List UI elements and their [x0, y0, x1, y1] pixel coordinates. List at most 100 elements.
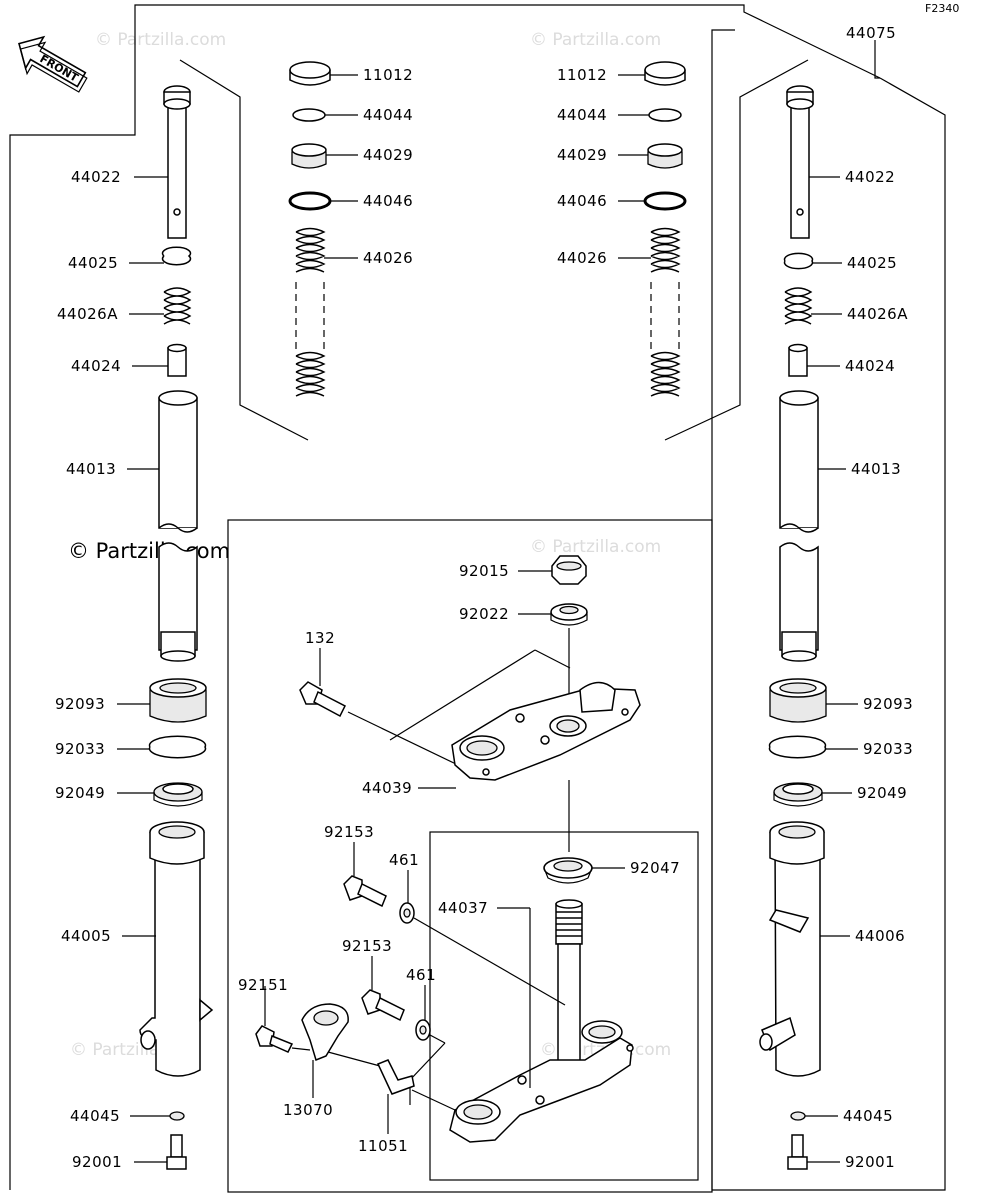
label-11051: 11051 — [358, 1137, 408, 1155]
label-44046-right: 44046 — [557, 192, 607, 210]
label-44044-right: 44044 — [557, 106, 607, 124]
circlip-right — [768, 735, 827, 759]
label-92001-right: 92001 — [845, 1153, 895, 1171]
bolt-92153-upper — [343, 875, 387, 908]
clamp-bolt-132 — [299, 681, 459, 766]
label-44013-right: 44013 — [851, 460, 901, 478]
small-spring-right — [784, 287, 813, 325]
label-92093-right: 92093 — [863, 695, 913, 713]
label-11012-left: 11012 — [363, 66, 413, 84]
small-spring-left — [163, 287, 192, 325]
dust-seal-left — [149, 678, 207, 723]
label-44037: 44037 — [438, 899, 488, 917]
front-arrow-icon: FRONT — [18, 35, 88, 93]
fork-spring-left — [295, 227, 326, 397]
outer-tube-right — [759, 821, 825, 1077]
label-44022-right: 44022 — [845, 168, 895, 186]
label-44044-left: 44044 — [363, 106, 413, 124]
frame-outlines — [9, 4, 946, 1193]
piece-44024-left — [167, 343, 187, 377]
right-center-stack — [643, 61, 687, 397]
label-44005-left: 44005 — [61, 927, 111, 945]
stem-nut-92015 — [551, 555, 587, 585]
bushing-44029-left — [291, 143, 327, 169]
bushing-44029-right — [647, 143, 683, 169]
watermark: © Partzilla.com — [95, 30, 226, 50]
o-ring-44044-right — [648, 108, 682, 122]
label-44025-left: 44025 — [68, 254, 118, 272]
o-ring-44044-left — [292, 108, 326, 122]
label-44026-left: 44026 — [363, 249, 413, 267]
label-92151: 92151 — [238, 976, 288, 994]
label-461-upper: 461 — [389, 851, 419, 869]
cap-11012-right — [644, 61, 686, 86]
label-44026A-right: 44026A — [847, 305, 908, 323]
washer-right — [790, 1111, 806, 1121]
label-44024-left: 44024 — [71, 357, 121, 375]
steering-stem-section — [255, 555, 641, 1143]
bearing-92047 — [543, 857, 593, 884]
label-44022-left: 44022 — [71, 168, 121, 186]
fork-spring-right — [650, 227, 681, 397]
bolt-right — [787, 1134, 808, 1170]
inner-tube-left — [158, 390, 198, 662]
upper-clamp-44039 — [389, 649, 641, 781]
o-ring-44046-left — [288, 191, 332, 211]
label-11012-right: 11012 — [557, 66, 607, 84]
label-44024-right: 44024 — [845, 357, 895, 375]
damper-rod-left — [163, 85, 191, 239]
bolt-left — [166, 1134, 187, 1170]
label-92153-lower: 92153 — [342, 937, 392, 955]
label-44039: 44039 — [362, 779, 412, 797]
snap-ring-left — [161, 246, 192, 266]
watermark: © Partzilla.com — [530, 537, 661, 557]
watermark-main: © Partzilla.com — [68, 539, 230, 563]
bolt-92151 — [255, 1025, 311, 1053]
stem-washer-92022 — [550, 603, 588, 626]
label-44006-right: 44006 — [855, 927, 905, 945]
right-fork — [759, 85, 827, 1170]
inner-tube-right — [779, 390, 819, 662]
label-92049-left: 92049 — [55, 784, 105, 802]
cap-11012-left — [289, 61, 331, 86]
label-92033-left: 92033 — [55, 740, 105, 758]
label-44075: 44075 — [846, 24, 896, 42]
part-labels: 44022 44025 44026A 44024 44013 92093 920… — [55, 24, 913, 1171]
label-44026-right: 44026 — [557, 249, 607, 267]
label-132: 132 — [305, 629, 335, 647]
left-fork — [139, 85, 214, 1170]
circlip-left — [148, 735, 207, 759]
label-461-lower: 461 — [406, 966, 436, 984]
label-44029-left: 44029 — [363, 146, 413, 164]
label-44045-left: 44045 — [70, 1107, 120, 1125]
washer-461-upper — [399, 902, 566, 1006]
dust-seal-right — [769, 678, 827, 723]
watermark: © Partzilla.com — [530, 30, 661, 50]
label-92047: 92047 — [630, 859, 680, 877]
label-44013-left: 44013 — [66, 460, 116, 478]
label-92049-right: 92049 — [857, 784, 907, 802]
label-92153-upper: 92153 — [324, 823, 374, 841]
label-13070: 13070 — [283, 1101, 333, 1119]
washer-461-lower — [409, 1019, 446, 1105]
label-92015: 92015 — [459, 562, 509, 580]
clamp-13070 — [301, 1003, 381, 1067]
label-44025-right: 44025 — [847, 254, 897, 272]
label-92022: 92022 — [459, 605, 509, 623]
label-92001-left: 92001 — [72, 1153, 122, 1171]
snap-ring-right — [783, 252, 814, 270]
label-44026A-left: 44026A — [57, 305, 118, 323]
label-44029-right: 44029 — [557, 146, 607, 164]
outer-tube-left — [139, 821, 214, 1077]
label-44046-left: 44046 — [363, 192, 413, 210]
bracket-11051 — [376, 1059, 456, 1111]
o-ring-44046-right — [643, 191, 687, 211]
oil-seal-right — [773, 782, 823, 807]
washer-left — [169, 1111, 185, 1121]
bolt-92153-lower — [361, 989, 405, 1022]
oil-seal-left — [153, 782, 203, 807]
label-92093-left: 92093 — [55, 695, 105, 713]
label-92033-right: 92033 — [863, 740, 913, 758]
diagram-code: F2340 — [925, 2, 959, 15]
